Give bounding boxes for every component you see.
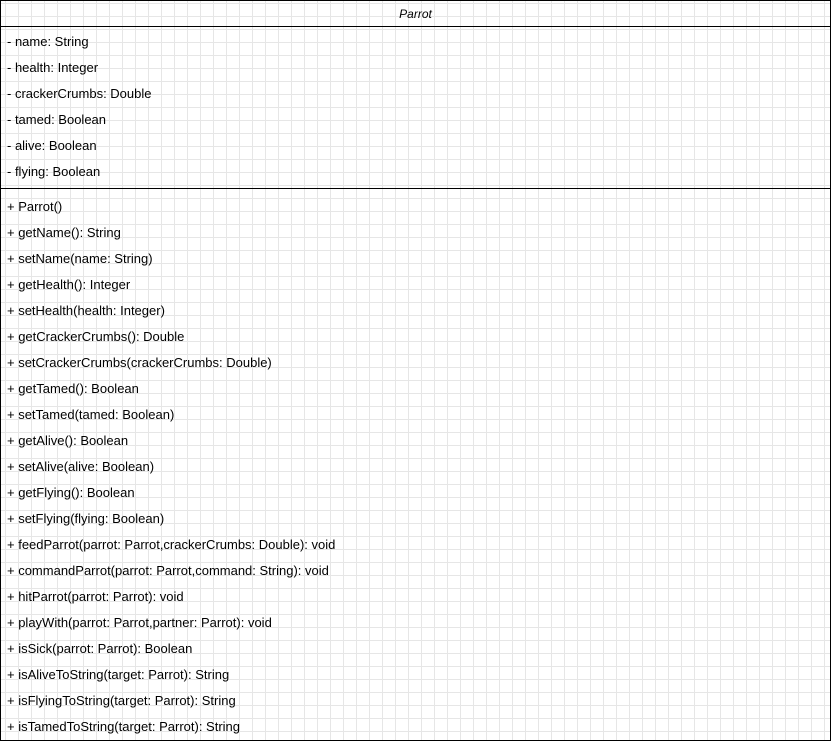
method-get-tamed[interactable]: + getTamed(): Boolean xyxy=(7,381,139,396)
method-set-flying[interactable]: + setFlying(flying: Boolean) xyxy=(7,511,165,526)
method-play-with[interactable]: + playWith(parrot: Parrot,partner: Parro… xyxy=(7,615,272,630)
methods-section[interactable]: + Parrot() + getName(): String + setName… xyxy=(1,189,830,740)
attribute-cracker-crumbs[interactable]: - crackerCrumbs: Double xyxy=(7,86,152,101)
method-set-alive[interactable]: + setAlive(alive: Boolean) xyxy=(7,459,155,474)
method-get-health[interactable]: + getHealth(): Integer xyxy=(7,277,131,292)
method-get-name[interactable]: + getName(): String xyxy=(7,225,121,240)
method-get-alive[interactable]: + getAlive(): Boolean xyxy=(7,433,129,448)
method-is-sick[interactable]: + isSick(parrot: Parrot): Boolean xyxy=(7,641,193,656)
method-set-name[interactable]: + setName(name: String) xyxy=(7,251,153,266)
class-name: Parrot xyxy=(399,6,432,21)
method-is-tamed-to-string[interactable]: + isTamedToString(target: Parrot): Strin… xyxy=(7,719,241,734)
method-is-alive-to-string[interactable]: + isAliveToString(target: Parrot): Strin… xyxy=(7,667,230,682)
attribute-flying[interactable]: - flying: Boolean xyxy=(7,164,101,179)
attribute-name[interactable]: - name: String xyxy=(7,34,89,49)
method-get-cracker-crumbs[interactable]: + getCrackerCrumbs(): Double xyxy=(7,329,185,344)
method-command-parrot[interactable]: + commandParrot(parrot: Parrot,command: … xyxy=(7,563,329,578)
method-set-health[interactable]: + setHealth(health: Integer) xyxy=(7,303,165,318)
attribute-health[interactable]: - health: Integer xyxy=(7,60,99,75)
attribute-alive[interactable]: - alive: Boolean xyxy=(7,138,97,153)
class-name-header[interactable]: Parrot xyxy=(1,1,830,27)
method-feed-parrot[interactable]: + feedParrot(parrot: Parrot,crackerCrumb… xyxy=(7,537,336,552)
method-set-cracker-crumbs[interactable]: + setCrackerCrumbs(crackerCrumbs: Double… xyxy=(7,355,272,370)
attribute-tamed[interactable]: - tamed: Boolean xyxy=(7,112,107,127)
method-is-flying-to-string[interactable]: + isFlyingToString(target: Parrot): Stri… xyxy=(7,693,236,708)
method-hit-parrot[interactable]: + hitParrot(parrot: Parrot): void xyxy=(7,589,184,604)
method-constructor[interactable]: + Parrot() xyxy=(7,199,63,214)
method-get-flying[interactable]: + getFlying(): Boolean xyxy=(7,485,135,500)
attributes-section[interactable]: - name: String - health: Integer - crack… xyxy=(1,27,830,189)
method-set-tamed[interactable]: + setTamed(tamed: Boolean) xyxy=(7,407,175,422)
